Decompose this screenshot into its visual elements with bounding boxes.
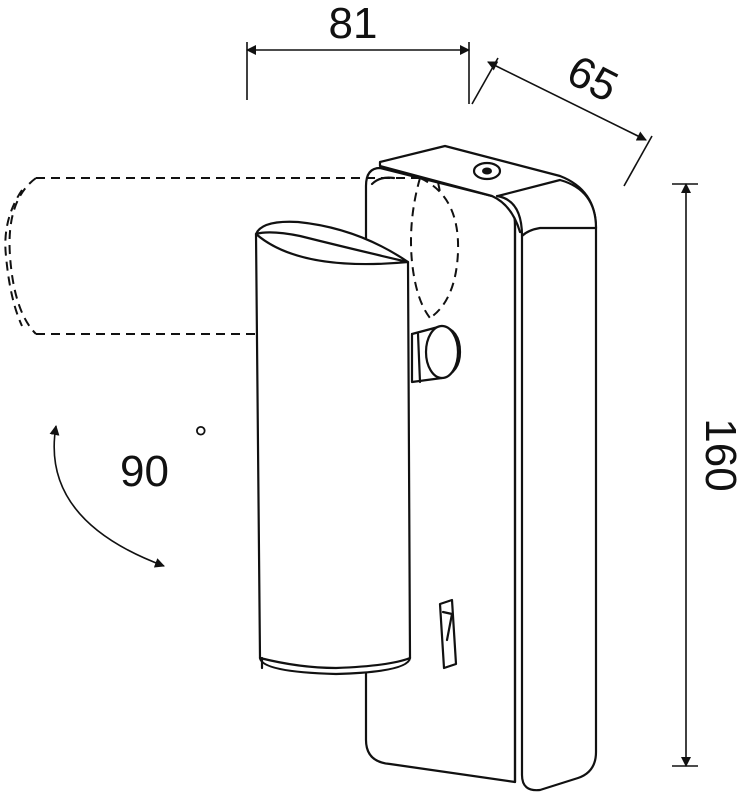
rotation-arrow xyxy=(49,425,165,568)
degree-symbol: ° xyxy=(194,420,208,458)
width-label: 81 xyxy=(329,0,378,48)
lamp-tube xyxy=(254,220,412,676)
rotation-angle-label: 90 xyxy=(120,447,169,496)
width-dimension xyxy=(246,42,470,104)
pivot-knob xyxy=(410,324,462,384)
depth-dimension xyxy=(471,57,653,187)
height-dimension xyxy=(672,183,698,767)
height-label: 160 xyxy=(696,418,744,491)
rocker-switch xyxy=(438,598,458,670)
